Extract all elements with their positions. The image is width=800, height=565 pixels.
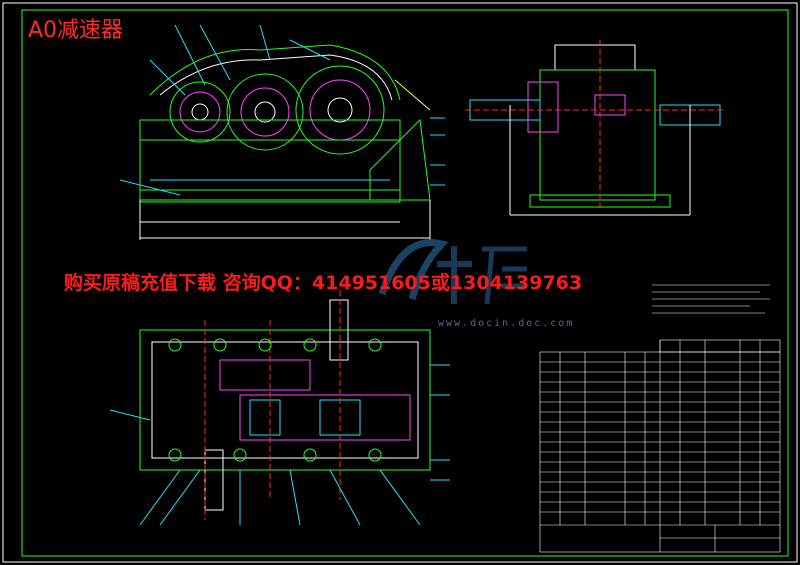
promo-banner: 购买原稿充值下载 咨询QQ：414951605或1304139763 [64,272,583,294]
side-view [465,40,725,216]
watermark-logo-icon [378,239,527,305]
watermark-url: www.docin.doc.com [438,318,575,329]
parts-list-table [539,339,781,553]
technical-notes [652,284,770,314]
front-view [119,24,445,240]
drawing-title: A0减速器 [28,18,124,43]
inner-frame [21,9,789,557]
plan-view [109,290,450,526]
